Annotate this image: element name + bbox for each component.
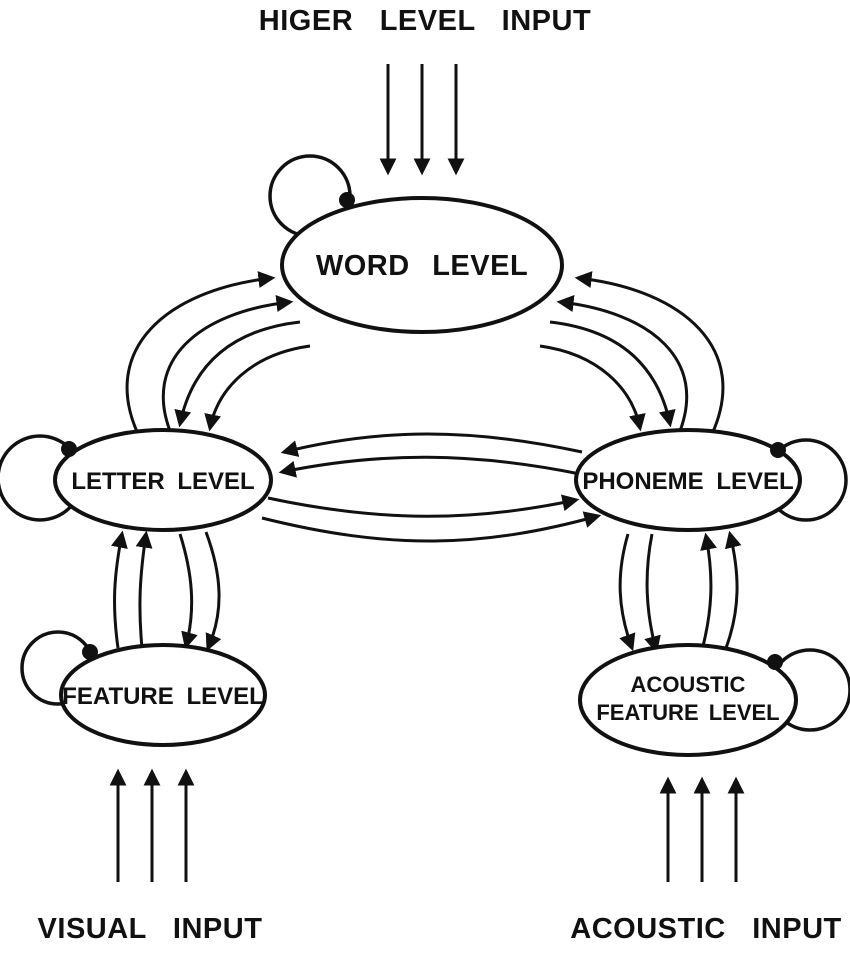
acoustic-input-arrows	[659, 776, 745, 882]
acoustic-feature-level-ellipse	[578, 643, 798, 757]
acoustic-feature-loop-dot	[767, 654, 783, 670]
visual-input-arrows	[109, 768, 195, 882]
feature-loop-dot	[82, 644, 98, 660]
node-feature-level: FEATURE LEVEL	[59, 643, 267, 747]
word-loop-dot	[339, 192, 355, 208]
feature-to-letter-arrow	[135, 530, 153, 649]
phoneme-level-ellipse	[574, 428, 802, 532]
letter-level-ellipse	[53, 428, 273, 532]
phoneme-level-label: PHONEME LEVEL	[582, 468, 793, 495]
letter-to-phoneme-arrow	[261, 511, 602, 543]
feature-level-ellipse	[59, 643, 267, 747]
connection-letter-phoneme	[261, 432, 602, 543]
connection-phoneme-acoustic-feature	[618, 530, 742, 654]
acoustic-to-phoneme-arrow	[700, 532, 717, 651]
letter-loop-dot	[61, 441, 77, 457]
higher-level-input-arrows	[379, 64, 465, 176]
phoneme-loop-dot	[770, 442, 786, 458]
word-level-label: WORD LEVEL	[316, 250, 528, 282]
letter-to-feature-arrow	[204, 531, 222, 652]
node-letter-level: LETTER LEVEL	[53, 428, 273, 532]
node-acoustic-feature-level: ACOUSTIC FEATURE LEVEL	[578, 643, 798, 757]
acoustic-to-phoneme-arrow	[724, 530, 742, 649]
feature-level-label: FEATURE LEVEL	[62, 683, 264, 710]
visual-input-label: VISUAL INPUT	[38, 913, 263, 945]
letter-to-word-arrow	[125, 271, 276, 435]
acoustic-feature-level-label-line2: FEATURE LEVEL	[596, 700, 779, 725]
connection-word-letter	[125, 271, 311, 437]
word-level-ellipse	[280, 196, 564, 334]
phoneme-to-acoustic-arrow	[618, 533, 636, 652]
phoneme-to-word-arrow	[574, 271, 725, 435]
letter-level-label: LETTER LEVEL	[71, 468, 254, 495]
connection-word-phoneme	[539, 271, 725, 437]
node-phoneme-level: PHONEME LEVEL	[574, 428, 802, 532]
word-to-letter-arrow	[174, 320, 301, 428]
word-to-phoneme-arrow	[539, 344, 646, 432]
letter-to-phoneme-arrow	[267, 494, 580, 518]
phoneme-to-letter-arrow	[278, 455, 581, 478]
phoneme-to-letter-arrow	[280, 432, 583, 457]
acoustic-feature-level-label-line1: ACOUSTIC	[631, 672, 746, 697]
letter-to-word-arrow	[161, 295, 294, 437]
word-to-phoneme-arrow	[549, 320, 676, 428]
word-to-letter-arrow	[204, 344, 311, 432]
letter-to-feature-arrow	[178, 533, 198, 650]
higher-level-input-label: HIGER LEVEL INPUT	[259, 5, 591, 37]
node-word-level: WORD LEVEL	[280, 196, 564, 334]
phoneme-to-acoustic-arrow	[644, 533, 661, 654]
phoneme-to-word-arrow	[556, 295, 689, 437]
acoustic-input-label: ACOUSTIC INPUT	[570, 913, 842, 945]
feature-to-letter-arrow	[111, 530, 128, 649]
connection-letter-feature	[111, 530, 222, 652]
